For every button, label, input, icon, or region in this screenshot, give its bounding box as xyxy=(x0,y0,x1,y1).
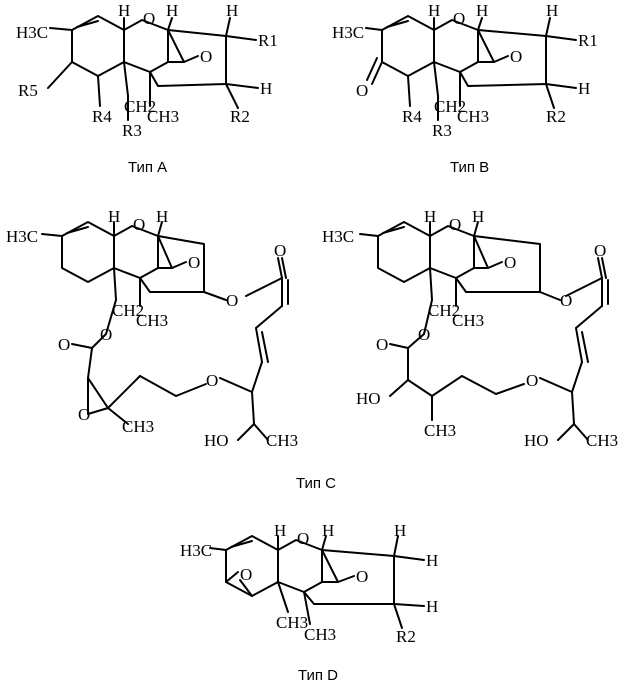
label-h3c-a: H3C xyxy=(16,23,48,42)
label-o-c2: O xyxy=(188,253,200,272)
label-h-c2: H xyxy=(156,207,168,226)
caption-type-d: Тип D xyxy=(298,667,338,684)
structure-type-c-left: H3C H O H O O O CH2 CH3 O O O CH3 O HO C… xyxy=(6,207,298,450)
label-ch3-a: CH3 xyxy=(147,107,179,126)
label-o-c4: O xyxy=(274,241,286,260)
structure-type-c-right: H3C H O H O O O CH2 CH3 O O HO CH3 O HO … xyxy=(296,207,618,492)
label-h-d5: H xyxy=(426,597,438,616)
label-ho-c1: HO xyxy=(204,431,229,450)
label-h3c-c2: H3C xyxy=(322,227,354,246)
label-r3-b: R3 xyxy=(432,121,452,140)
label-h-b2: H xyxy=(476,1,488,20)
label-ch2-a: CH2 xyxy=(124,97,156,116)
label-h-c4: H xyxy=(472,207,484,226)
label-r4-a: R4 xyxy=(92,107,112,126)
label-ch2-b: CH2 xyxy=(434,97,466,116)
label-r2-d: R2 xyxy=(396,627,416,646)
label-ch3-c3: CH3 xyxy=(266,431,298,450)
label-ch3-c2: CH3 xyxy=(122,417,154,436)
label-o-b2: O xyxy=(510,47,522,66)
label-o-c3: O xyxy=(226,291,238,310)
label-r1-a: R1 xyxy=(258,31,278,50)
label-o-c7: O xyxy=(78,405,90,424)
label-h-a2: H xyxy=(166,1,178,20)
label-ch3-d1: CH3 xyxy=(276,613,308,632)
label-o-c6: O xyxy=(58,335,70,354)
label-o-a1: O xyxy=(143,9,155,28)
structure-type-b: H3C H O H H R1 O H O R4 CH2 CH3 R3 R2 Ти… xyxy=(332,1,598,176)
label-r2-a: R2 xyxy=(230,107,250,126)
label-r4-b: R4 xyxy=(402,107,422,126)
label-o-c9: O xyxy=(449,215,461,234)
caption-type-b: Тип B xyxy=(450,159,489,176)
label-o-c11: O xyxy=(560,291,572,310)
label-r3-a: R3 xyxy=(122,121,142,140)
label-ch2-c1: CH2 xyxy=(112,301,144,320)
label-ch3-b: CH3 xyxy=(457,107,489,126)
structure-type-d: H3C H O H H O O H H CH3 CH3 R2 Тип D xyxy=(180,521,438,684)
label-ch3-c5: CH3 xyxy=(424,421,456,440)
label-o-b3: O xyxy=(356,81,368,100)
label-h-c1: H xyxy=(108,207,120,226)
label-h-a4: H xyxy=(260,79,272,98)
label-h-d3: H xyxy=(394,521,406,540)
label-ch3-c4: CH3 xyxy=(452,311,484,330)
label-o-c10: O xyxy=(504,253,516,272)
label-h-b3: H xyxy=(546,1,558,20)
label-h-d2: H xyxy=(322,521,334,540)
caption-type-c: Тип C xyxy=(296,475,336,492)
label-h-d1: H xyxy=(274,521,286,540)
caption-type-a: Тип A xyxy=(128,159,167,176)
label-o-c1: O xyxy=(133,215,145,234)
label-o-d2: O xyxy=(240,565,252,584)
label-o-c13: O xyxy=(418,325,430,344)
label-r2-b: R2 xyxy=(546,107,566,126)
label-ch3-c1: CH3 xyxy=(136,311,168,330)
label-h-a3: H xyxy=(226,1,238,20)
label-ho-c2: HO xyxy=(356,389,381,408)
label-o-c14: O xyxy=(376,335,388,354)
label-h-c3: H xyxy=(424,207,436,226)
structure-type-a: H3C H O H H R1 O H R5 R4 CH2 CH3 R3 R2 Т… xyxy=(16,1,278,176)
label-h3c-c1: H3C xyxy=(6,227,38,246)
label-ch3-c6: CH3 xyxy=(586,431,618,450)
label-o-c12: O xyxy=(594,241,606,260)
label-o-b1: O xyxy=(453,9,465,28)
label-o-d1: O xyxy=(297,529,309,548)
label-h-d4: H xyxy=(426,551,438,570)
label-h3c-b: H3C xyxy=(332,23,364,42)
label-h-a1: H xyxy=(118,1,130,20)
label-h-b4: H xyxy=(578,79,590,98)
label-ho-c3: HO xyxy=(524,431,549,450)
label-o-c15: O xyxy=(526,371,538,390)
label-o-c8: O xyxy=(206,371,218,390)
label-r1-b: R1 xyxy=(578,31,598,50)
label-ch3-d2: CH3 xyxy=(304,625,336,644)
label-h-b1: H xyxy=(428,1,440,20)
label-o-a2: O xyxy=(200,47,212,66)
label-o-c5: O xyxy=(100,325,112,344)
label-o-d3: O xyxy=(356,567,368,586)
label-h3c-d: H3C xyxy=(180,541,212,560)
label-ch2-c2: CH2 xyxy=(428,301,460,320)
label-r5-a: R5 xyxy=(18,81,38,100)
